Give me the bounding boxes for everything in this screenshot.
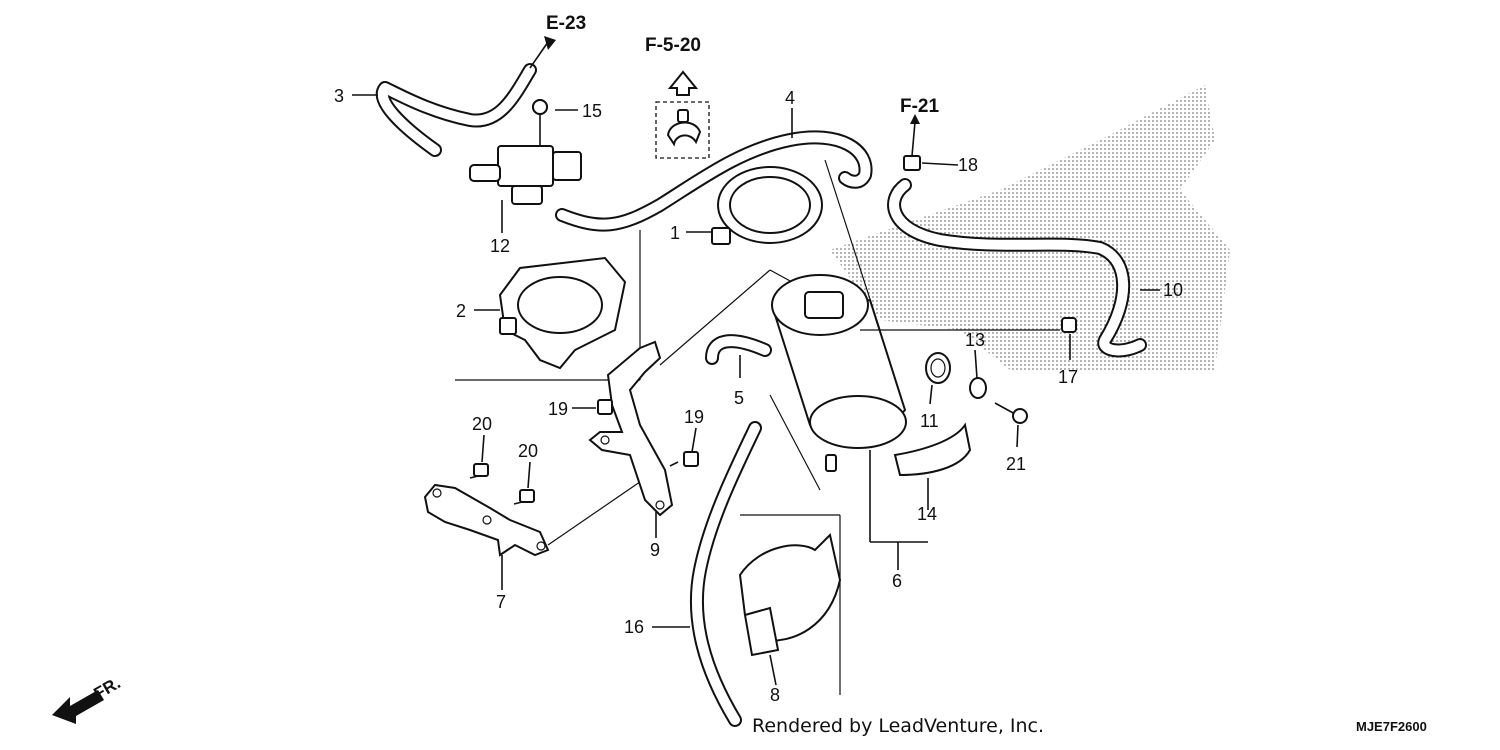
- part-hose-3[interactable]: [376, 36, 556, 157]
- part-bracket-7[interactable]: [423, 483, 550, 557]
- callout-6: 6: [892, 571, 902, 591]
- callout-19a: 19: [548, 399, 568, 419]
- callout-12: 12: [490, 236, 510, 256]
- part-bolt-20b[interactable]: [513, 489, 535, 505]
- part-cover-8[interactable]: [738, 533, 842, 657]
- callout-7: 7: [496, 592, 506, 612]
- credit-text: Rendered by LeadVenture, Inc.: [752, 715, 1044, 737]
- part-bolt-19b[interactable]: [669, 451, 699, 467]
- front-direction-arrow: FR.: [52, 673, 124, 724]
- part-hose-4[interactable]: [555, 130, 873, 232]
- callout-9: 9: [650, 540, 660, 560]
- callout-5: 5: [734, 388, 744, 408]
- reference-labels: E-23 F-5-20 F-21: [546, 13, 940, 117]
- callout-21: 21: [1006, 454, 1026, 474]
- ref-f21: F-21: [900, 96, 940, 117]
- part-hose-10[interactable]: [887, 178, 1147, 358]
- callout-15: 15: [582, 101, 602, 121]
- callout-13: 13: [965, 330, 985, 350]
- callout-2: 2: [456, 301, 466, 321]
- ref-f520: F-5-20: [645, 35, 701, 56]
- part-bolt-20a[interactable]: [469, 463, 489, 479]
- callout-11: 11: [920, 411, 939, 431]
- part-clamp-2[interactable]: [498, 256, 627, 370]
- diagram-code: MJE7F2600: [1356, 719, 1427, 734]
- callout-3: 3: [334, 86, 344, 106]
- callout-20b: 20: [518, 441, 538, 461]
- callout-4: 4: [785, 88, 795, 108]
- part-hose-5[interactable]: [705, 334, 772, 365]
- callout-18: 18: [958, 155, 978, 175]
- part-clamp-1[interactable]: [711, 166, 823, 245]
- part-bolt-21[interactable]: [994, 402, 1028, 424]
- callout-1: 1: [670, 223, 680, 243]
- callout-labels: 1 2 3 4 5 6 7 8 9 10 11 12 13 14 15 16 1…: [334, 86, 1183, 705]
- part-canister-6[interactable]: [771, 274, 1060, 472]
- part-washer-13[interactable]: [969, 377, 987, 399]
- part-bracket-9[interactable]: [588, 340, 674, 517]
- callout-8: 8: [770, 685, 780, 705]
- callout-20a: 20: [472, 414, 492, 434]
- callout-16: 16: [624, 617, 644, 637]
- part-clip-18[interactable]: [903, 114, 921, 171]
- callout-leaders: [352, 94, 1160, 686]
- frame-shading: [830, 85, 1230, 370]
- part-clip-17[interactable]: [1061, 317, 1077, 333]
- part-bolt-19a[interactable]: [597, 399, 613, 415]
- callout-10: 10: [1163, 280, 1183, 300]
- part-hose-16[interactable]: [689, 421, 762, 727]
- callout-17: 17: [1058, 367, 1078, 387]
- part-grommet-11[interactable]: [925, 352, 951, 384]
- part-band-14[interactable]: [893, 422, 972, 477]
- part-bolt-15[interactable]: [532, 99, 548, 115]
- callout-19b: 19: [684, 407, 704, 427]
- ref-e23: E-23: [546, 13, 586, 34]
- callout-14: 14: [917, 504, 937, 524]
- inset-clip-box: [655, 70, 710, 159]
